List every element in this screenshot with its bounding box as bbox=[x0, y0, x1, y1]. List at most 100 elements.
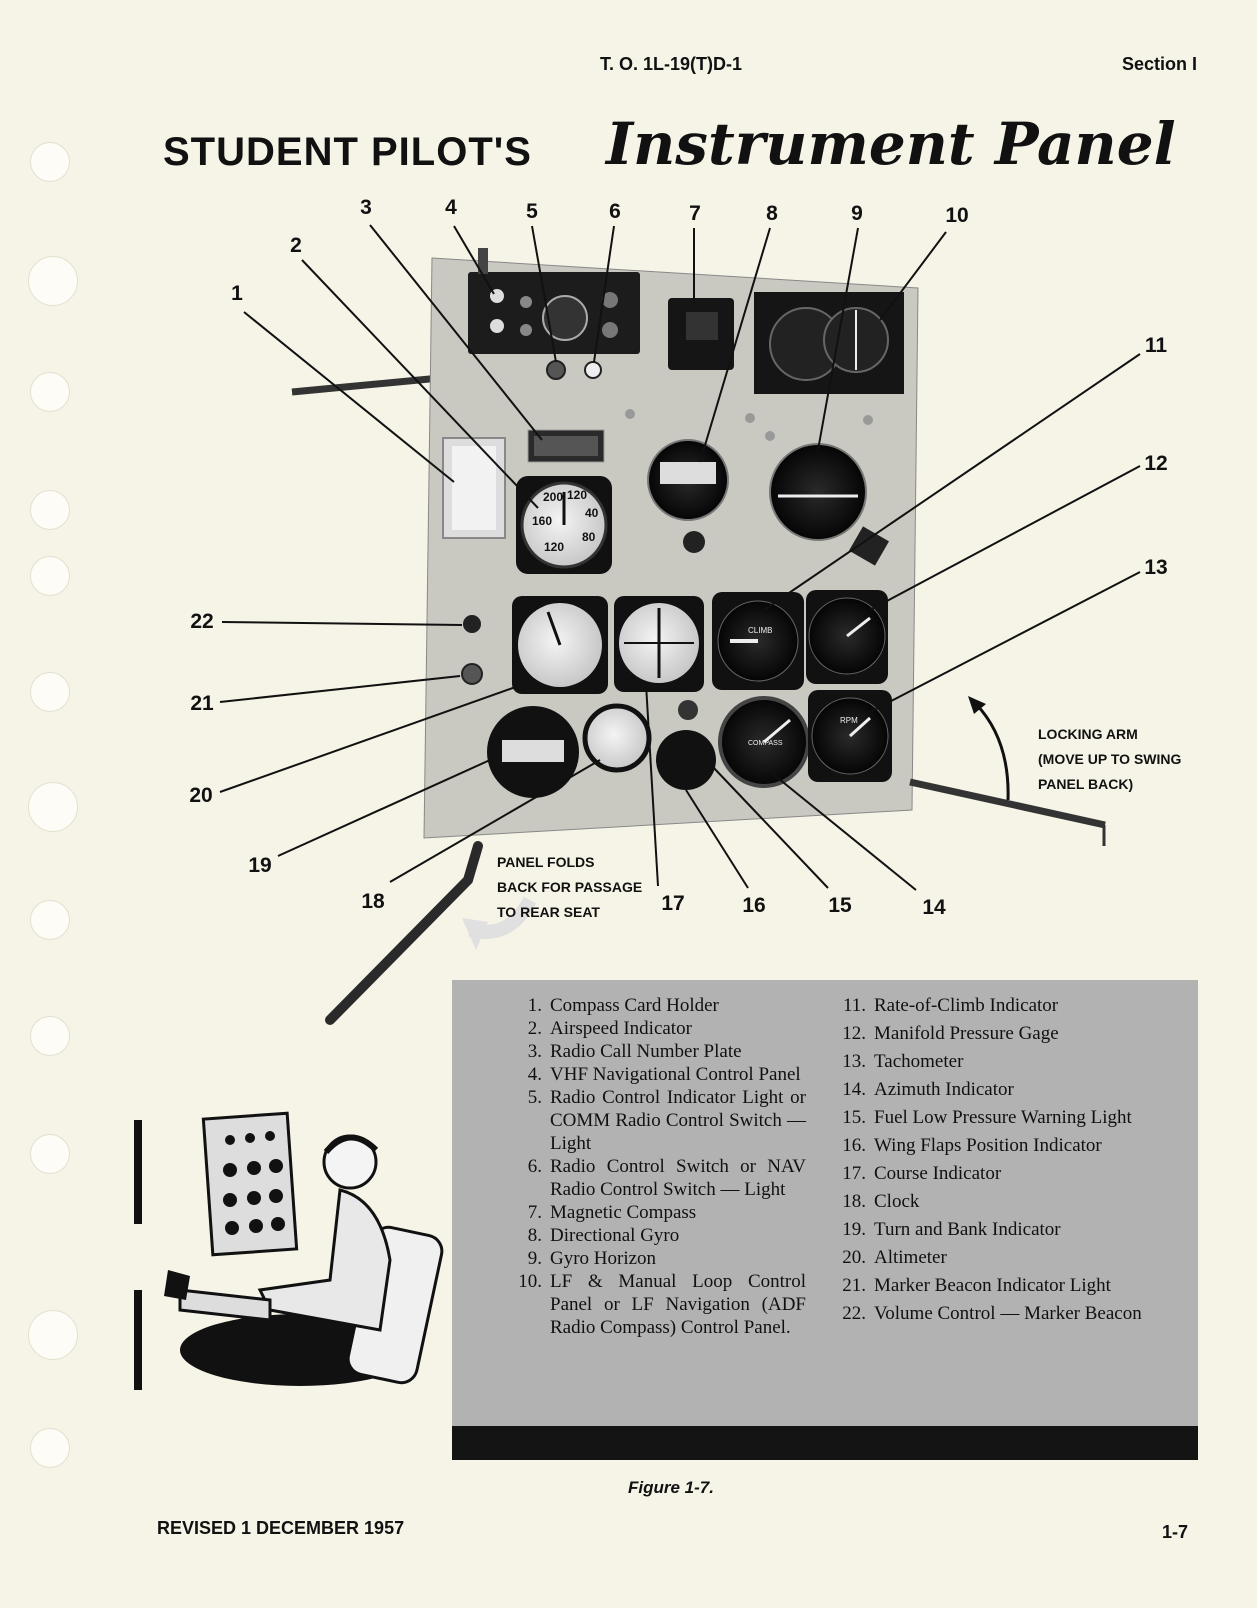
legend-text: Compass Card Holder bbox=[550, 995, 719, 1016]
callout-number: 22 bbox=[190, 610, 214, 633]
callout-number: 21 bbox=[190, 692, 214, 715]
legend-left-column: 1.Compass Card Holder 2. Airspeed Indicat… bbox=[508, 994, 806, 1339]
legend-text: Airspeed Indicator bbox=[550, 1018, 692, 1039]
legend-number: 19. bbox=[842, 1219, 866, 1240]
legend-number: 20. bbox=[842, 1247, 866, 1268]
gauge-label: CLIMB bbox=[748, 626, 773, 635]
legend-item: 18.Clock bbox=[832, 1190, 1162, 1213]
callout-number: 1 bbox=[231, 282, 243, 305]
legend-number: 22. bbox=[842, 1303, 866, 1324]
binder-hole bbox=[28, 782, 78, 832]
legend-item: 12.Manifold Pressure Gage bbox=[832, 1022, 1162, 1045]
legend-item: 1.Compass Card Holder bbox=[508, 994, 806, 1017]
callout-number: 13 bbox=[1144, 556, 1168, 579]
callout-number: 18 bbox=[361, 890, 385, 913]
gauge-label: 120 bbox=[567, 488, 588, 502]
legend-number: 7. bbox=[527, 1202, 542, 1223]
legend-number: 21. bbox=[842, 1275, 866, 1296]
gauge-label: RPM bbox=[840, 716, 858, 725]
note-line: (MOVE UP TO SWING bbox=[1038, 751, 1182, 767]
legend-text: Wing Flaps Position Indicator bbox=[874, 1135, 1102, 1156]
legend-number: 14. bbox=[842, 1079, 866, 1100]
legend-number: 17. bbox=[842, 1163, 866, 1184]
legend-text: Radio Control Indicator Light or COMM Ra… bbox=[550, 1087, 806, 1154]
legend-item: 11. Rate-of-Climb Indicator bbox=[832, 994, 1162, 1017]
legend-number: 3. bbox=[527, 1041, 542, 1062]
binder-hole bbox=[30, 556, 70, 596]
legend-number: 2. bbox=[527, 1018, 542, 1039]
margin-bar bbox=[134, 1290, 142, 1390]
legend-number: 4. bbox=[527, 1064, 542, 1085]
note-line: BACK FOR PASSAGE bbox=[497, 879, 643, 895]
legend-text: Radio Call Number Plate bbox=[550, 1041, 742, 1062]
callout-number: 20 bbox=[189, 784, 213, 807]
page-title-script: Instrument Panel bbox=[606, 110, 1176, 178]
legend-text: Altimeter bbox=[874, 1247, 947, 1268]
legend-text: Marker Beacon Indicator Light bbox=[874, 1275, 1111, 1296]
legend-bottom-bar bbox=[452, 1426, 1198, 1460]
gauge-label: 160 bbox=[532, 514, 553, 528]
note-line: TO REAR SEAT bbox=[497, 904, 600, 920]
legend-number: 5. bbox=[527, 1087, 542, 1108]
legend-number: 16. bbox=[842, 1135, 866, 1156]
legend-panel: 1.Compass Card Holder 2. Airspeed Indicat… bbox=[452, 980, 1198, 1426]
legend-right-column: 11. Rate-of-Climb Indicator 12.Manifold P… bbox=[832, 994, 1162, 1330]
note-line: PANEL BACK) bbox=[1038, 776, 1134, 792]
document-number: T. O. 1L-19(T)D-1 bbox=[600, 54, 743, 74]
instrument-panel-illustration bbox=[219, 224, 1141, 1025]
legend-number: 9. bbox=[527, 1248, 542, 1269]
legend-number: 8. bbox=[527, 1225, 542, 1246]
legend-item: 10.LF & Manual Loop Control Panel or LF … bbox=[508, 1270, 806, 1339]
legend-number: 13. bbox=[842, 1051, 866, 1072]
legend-item: 2. Airspeed Indicator bbox=[508, 1017, 806, 1040]
legend-item: 21. Marker Beacon Indicator Light bbox=[832, 1274, 1162, 1297]
legend-item: 20. Altimeter bbox=[832, 1246, 1162, 1269]
legend-item: 7.Magnetic Compass bbox=[508, 1201, 806, 1224]
binder-hole bbox=[30, 1428, 70, 1468]
gauge-label: 200 bbox=[543, 490, 564, 504]
page-title-block: STUDENT PILOT'S bbox=[163, 130, 532, 174]
locking-arm-note: LOCKING ARM (MOVE UP TO SWING PANEL BACK… bbox=[1038, 722, 1181, 797]
legend-text: Directional Gyro bbox=[550, 1225, 680, 1246]
gauge-label: 80 bbox=[582, 530, 596, 544]
legend-text: Rate-of-Climb Indicator bbox=[874, 995, 1059, 1016]
legend-item: 4.VHF Navigational Control Panel bbox=[508, 1063, 806, 1086]
legend-number: 15. bbox=[842, 1107, 866, 1128]
legend-item: 5. Radio Control Indicator Light or COMM … bbox=[508, 1086, 806, 1155]
note-line: LOCKING ARM bbox=[1038, 726, 1138, 742]
legend-text: Fuel Low Pressure Warning Light bbox=[874, 1107, 1132, 1128]
callout-number: 4 bbox=[445, 196, 457, 219]
callout-number: 16 bbox=[742, 894, 766, 917]
legend-text: Turn and Bank Indicator bbox=[874, 1219, 1061, 1240]
callout-number: 12 bbox=[1144, 452, 1168, 475]
binder-hole bbox=[30, 1016, 70, 1056]
legend-text: Course Indicator bbox=[874, 1163, 1002, 1184]
binder-hole bbox=[30, 142, 70, 182]
binder-hole bbox=[30, 900, 70, 940]
legend-item: 8. Directional Gyro bbox=[508, 1224, 806, 1247]
binder-hole bbox=[28, 1310, 78, 1360]
revision-date: REVISED 1 DECEMBER 1957 bbox=[157, 1518, 405, 1538]
section-label: Section I bbox=[1122, 54, 1198, 74]
legend-item: 15. Fuel Low Pressure Warning Light bbox=[832, 1106, 1162, 1129]
callout-number: 19 bbox=[248, 854, 272, 877]
legend-number: 18. bbox=[842, 1191, 866, 1212]
legend-text: LF & Manual Loop Control Panel or LF Nav… bbox=[550, 1271, 806, 1338]
legend-item: 17. Course Indicator bbox=[832, 1162, 1162, 1185]
legend-item: 3. Radio Call Number Plate bbox=[508, 1040, 806, 1063]
gauge-label: COMPASS bbox=[748, 740, 783, 747]
binder-hole bbox=[30, 372, 70, 412]
legend-number: 6. bbox=[527, 1156, 542, 1177]
callout-number: 6 bbox=[609, 200, 621, 223]
binder-hole bbox=[30, 672, 70, 712]
margin-bar bbox=[134, 1120, 142, 1224]
callout-number: 17 bbox=[661, 892, 685, 915]
legend-text: Radio Control Switch or NAV Radio Contro… bbox=[550, 1156, 806, 1200]
callout-number: 3 bbox=[360, 196, 372, 219]
legend-number: 11. bbox=[842, 995, 866, 1016]
gauge-label: 40 bbox=[585, 506, 599, 520]
legend-number: 12. bbox=[842, 1023, 866, 1044]
legend-item: 13.Tachometer bbox=[832, 1050, 1162, 1073]
callout-number: 2 bbox=[290, 234, 302, 257]
legend-item: 6. Radio Control Switch or NAV Radio Cont… bbox=[508, 1155, 806, 1201]
